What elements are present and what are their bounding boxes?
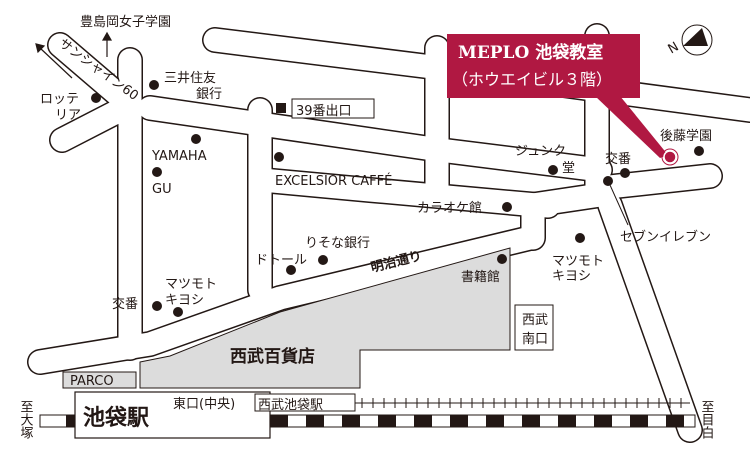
label-seibu-dept: 西武百貨店 — [230, 346, 315, 367]
label-exit39: 39番出口 — [296, 104, 352, 119]
label-toshimaoka: 豊島岡女子学園 — [80, 14, 171, 30]
label-doutor: ドトール — [255, 253, 307, 268]
poi-dots — [91, 80, 704, 317]
railway-check — [306, 415, 324, 427]
seven-leader-line — [609, 184, 629, 226]
railway-check — [666, 415, 684, 427]
seibu-ikebukuro-box — [254, 393, 356, 412]
label-lotteria-2: リア — [55, 108, 81, 123]
label-seibu-ikebukuro: 西武池袋駅 — [258, 398, 323, 413]
exit39-box — [291, 98, 375, 119]
railway-check — [558, 415, 576, 427]
railway-ticks — [361, 398, 682, 408]
label-shosekikan: 書籍館 — [461, 269, 500, 285]
label-karaoke: カラオケ館 — [417, 201, 482, 216]
label-seibu-south-2: 南口 — [522, 331, 548, 347]
label-yamaha: YAMAHA — [151, 149, 207, 164]
label-parco: PARCO — [70, 374, 114, 389]
seibu-south-exit-box — [514, 304, 554, 351]
callout-subtitle: （ホウエイビル３階） — [452, 70, 612, 89]
railway-check — [342, 415, 360, 427]
railway-check — [522, 415, 540, 427]
label-matsumoto-west-2: キヨシ — [165, 293, 204, 308]
railway-check — [378, 415, 396, 427]
label-koban-east: 交番 — [605, 151, 631, 167]
label-mitsui: 三井住友 — [164, 70, 216, 86]
label-matsumoto-east-2: キヨシ — [552, 269, 591, 284]
railway-check — [486, 415, 504, 427]
exit39-marker-icon — [276, 103, 286, 113]
label-lotteria: ロッテ — [40, 92, 79, 107]
label-ikebukuro-station: 池袋駅 — [83, 405, 149, 431]
railway-check — [594, 415, 612, 427]
map-labels: 豊島岡女子学園 サンシャイン60 三井住友 銀行 ロッテ リア 39番出口 YA… — [18, 14, 715, 439]
callout-title: MEPLO 池袋教室 — [458, 42, 603, 63]
label-junkudo-2: 堂 — [562, 161, 575, 176]
railway-check — [630, 415, 648, 427]
label-koban-west: 交番 — [112, 296, 138, 312]
meplo-callout: MEPLO 池袋教室 （ホウエイビル３階） — [447, 34, 679, 166]
label-matsumoto-east: マツモト — [552, 254, 604, 269]
seibu-department-store — [139, 247, 511, 389]
label-matsumoto-west: マツモト — [165, 277, 217, 292]
label-seibu-south: 西武 — [522, 313, 548, 328]
arrow-icon — [35, 31, 113, 79]
label-excelsior: EXCELSIOR CAFFÉ — [275, 173, 392, 189]
railway-check — [414, 415, 432, 427]
railway-check — [66, 415, 75, 427]
parco-building — [62, 371, 137, 389]
ikebukuro-station-box — [74, 391, 271, 439]
north-arrow-icon: N — [666, 24, 713, 57]
railway-checks — [66, 415, 684, 427]
label-goto: 後藤学園 — [660, 128, 712, 144]
label-resona: りそな銀行 — [305, 236, 370, 251]
label-to-otsuka: 至大塚 — [18, 400, 34, 439]
railway-check — [270, 415, 288, 427]
label-seven: セブンイレブン — [620, 229, 711, 245]
label-gu: GU — [152, 182, 172, 197]
label-junkudo: ジュンク — [515, 144, 566, 159]
compass-label: N — [666, 39, 682, 57]
label-to-mejiro: 至目白 — [699, 400, 715, 439]
label-east-exit: 東口(中央) — [173, 396, 235, 412]
railway-check — [450, 415, 468, 427]
label-mitsui-bank: 銀行 — [196, 87, 222, 102]
meplo-location-marker-icon — [663, 150, 677, 164]
